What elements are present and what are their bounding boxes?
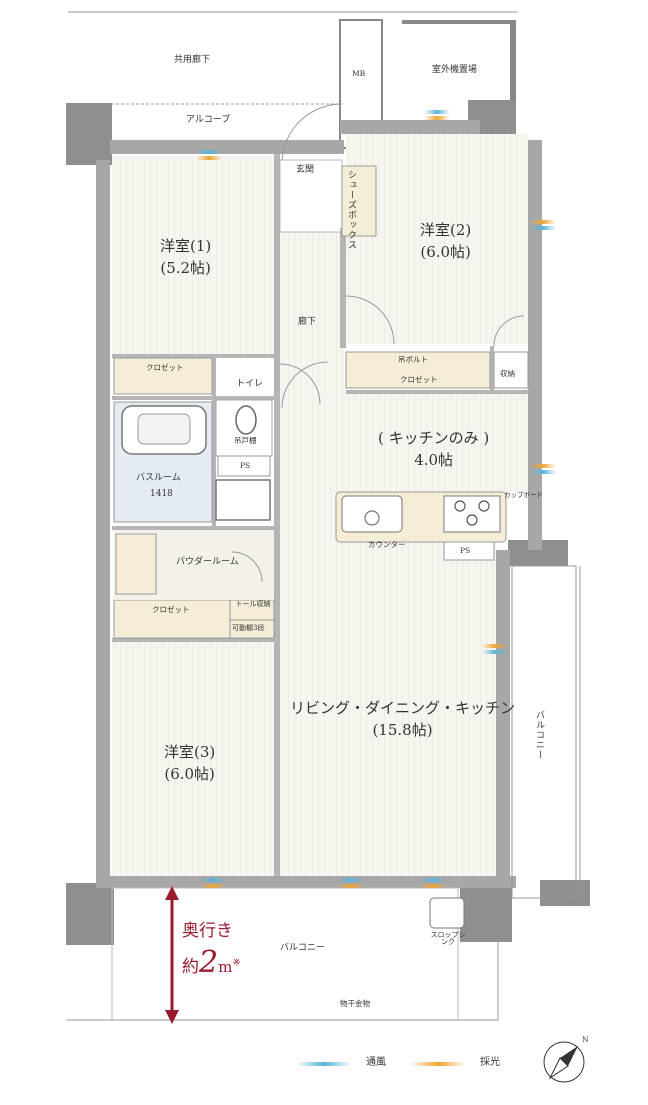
vent-markers <box>196 110 556 888</box>
closet1-label: クロゼット <box>146 363 184 372</box>
ldk-name: リビング・ダイニング・キッチン <box>290 699 516 717</box>
door-swings <box>231 103 525 583</box>
genkan-label: 玄関 <box>296 165 315 175</box>
legend-ventilation: 通風 <box>366 1057 386 1068</box>
western3-name: 洋室(3) <box>164 743 216 761</box>
shelves-label: 可動棚3段 <box>232 624 265 632</box>
western2-size: (6.0帖) <box>420 242 471 261</box>
depth-arrow <box>165 886 179 1024</box>
legend <box>296 1062 466 1066</box>
wet-areas <box>113 399 507 600</box>
ldk-room: リビング・ダイニング・キッチン (15.8帖) <box>290 698 515 742</box>
western1-room: 洋室(1) (5.2帖) <box>160 236 211 280</box>
powder-room-label: パウダールーム <box>176 557 239 567</box>
side-balcony-label: バルコニー <box>534 710 544 760</box>
counter-label: カウンター <box>368 540 406 549</box>
kitchen-name-text: キッチンのみ <box>388 429 479 447</box>
toilet-storage-label: トール収納 <box>235 600 271 608</box>
depth-unit: m <box>218 957 233 976</box>
kitchen-room: ( キッチンのみ ) 4.0帖 <box>378 428 489 472</box>
western1-size: (5.2帖) <box>160 258 211 277</box>
storage-label: 収納 <box>500 369 515 378</box>
bathroom-label: バスルーム <box>136 473 181 483</box>
depth-mark: ※ <box>232 957 241 969</box>
toilet-label: トイレ <box>236 379 264 389</box>
shared-corridor-label: 共用廊下 <box>174 55 211 65</box>
alcove-label: アルコーブ <box>186 115 231 125</box>
shelf-label: 吊戸棚 <box>234 436 257 445</box>
hallway-label: 廊下 <box>298 317 317 327</box>
outdoor-unit-label: 室外機置場 <box>432 65 478 75</box>
western3-size: (6.0帖) <box>164 764 215 783</box>
legend-daylight: 採光 <box>480 1057 500 1068</box>
closet2-label: クロゼット <box>400 375 438 384</box>
depth-value: 2 <box>199 944 219 980</box>
storage-blocks <box>113 165 529 639</box>
depth-line2: 約2m※ <box>182 943 241 984</box>
front-balcony-label: バルコニー <box>280 943 325 953</box>
balconies <box>66 565 581 1021</box>
ldk-size: (15.8帖) <box>372 720 433 739</box>
hanger-pole-label: 吊ボルト <box>398 355 428 364</box>
depth-note: 奥行き 約2m※ <box>182 920 241 983</box>
ps1-label: PS <box>240 461 251 470</box>
mb-label: MB <box>352 69 366 78</box>
ps2-label: PS <box>460 546 471 555</box>
bath-size-label: 1418 <box>150 489 173 499</box>
clothes-rack-label: 物干金物 <box>340 999 370 1008</box>
western3-room: 洋室(3) (6.0帖) <box>164 742 215 786</box>
slop-sink-label: スロップシンク <box>430 931 466 946</box>
interior-walls <box>112 154 528 876</box>
kitchen-name: ( キッチンのみ ) <box>378 429 490 447</box>
compass-icon <box>543 1041 585 1083</box>
western2-name: 洋室(2) <box>420 221 472 239</box>
shoebox-label: シューズボックス <box>346 170 356 250</box>
north-label: N <box>582 1035 589 1044</box>
depth-prefix: 約 <box>182 956 199 977</box>
western1-name: 洋室(1) <box>160 237 212 255</box>
depth-line1: 奥行き <box>182 921 233 941</box>
cupboard-label: カップボード <box>504 491 543 499</box>
kitchen-size: 4.0帖 <box>414 450 454 469</box>
closet3-label: クロゼット <box>152 605 190 614</box>
western2-room: 洋室(2) (6.0帖) <box>420 220 471 264</box>
